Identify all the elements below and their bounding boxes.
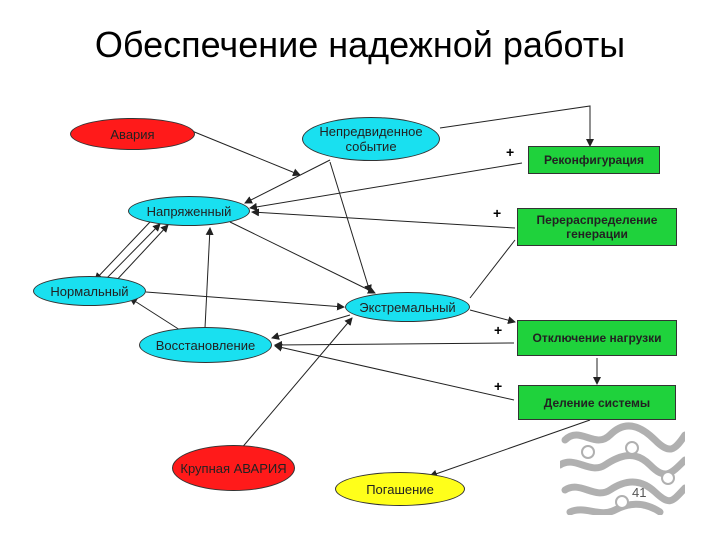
box-otkluchenie: Отключение нагрузки	[517, 320, 677, 356]
node-extremalny: Экстремальный	[345, 292, 470, 322]
arrow-event-to-reconfig	[439, 105, 594, 147]
arrow-event-to-napryazhenny	[244, 159, 331, 204]
arrow-extremalny-to-otkluchenie	[469, 309, 516, 325]
arrow-napryazhenny-to-extremalny	[229, 221, 376, 294]
arrow-napryazhenny-to-normalny	[94, 221, 151, 281]
arrow-reconfig-to-napryazhenny	[249, 162, 523, 211]
plus-sign-4: +	[494, 378, 503, 394]
arrow-normalny-to-napryazhenny-2	[112, 224, 169, 285]
arrow-normalny-to-extremalny	[145, 291, 345, 311]
page-number: 41	[632, 485, 647, 500]
arrow-vosstanovlenie-to-normalny	[129, 297, 181, 331]
node-napryazhenny: Напряженный	[128, 196, 250, 226]
node-avaria: Авария	[70, 118, 195, 150]
connector-extremalny-to-redistribution	[469, 239, 516, 299]
arrow-normalny-to-napryazhenny	[102, 223, 161, 283]
arrow-vosstanovlenie-to-napryazhenny	[204, 227, 214, 329]
node-normalny: Нормальный	[33, 276, 146, 306]
plus-sign-3: +	[494, 322, 503, 338]
box-rekonfiguracia: Реконфигурация	[528, 146, 660, 174]
arrow-extremalny-to-vosstanovlenie	[271, 314, 351, 340]
slide-title: Обеспечение надежной работы	[94, 24, 626, 65]
arrow-delenie-to-pogashenie	[429, 419, 591, 478]
arrow-event-to-extremalny	[329, 161, 372, 293]
box-pereraspredelenie: Перераспределение генерации	[517, 208, 677, 246]
arrow-avaria-to-event	[191, 130, 301, 177]
decorative-pattern	[560, 422, 685, 515]
plus-sign-2: +	[493, 205, 502, 221]
node-krupnaya-avaria: Крупная АВАРИЯ	[172, 445, 295, 491]
arrow-redistribution-to-napryazhenny	[251, 208, 516, 229]
arrow-krupnaya-to-extremalny	[239, 317, 353, 451]
arrow-delenie-to-vosstanovlenie	[274, 343, 515, 401]
node-nepredvidennoe: Непредвиденное событие	[302, 117, 440, 161]
node-pogashenie: Погашение	[335, 472, 465, 506]
box-delenie: Деление системы	[518, 385, 676, 420]
plus-sign-1: +	[506, 144, 515, 160]
arrow-otkluchenie-to-vosstanovlenie	[274, 340, 515, 349]
node-vosstanovlenie: Восстановление	[139, 327, 272, 363]
